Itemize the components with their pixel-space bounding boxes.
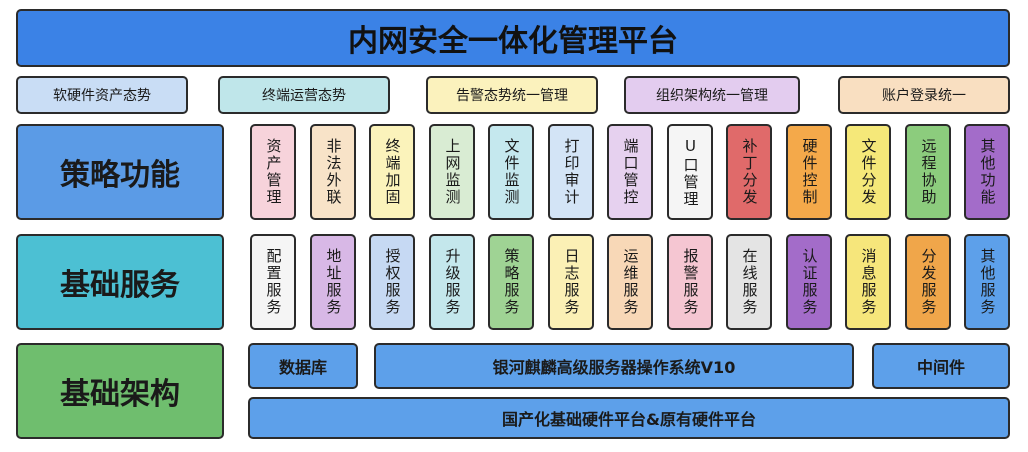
layer-label-strategy: 策略功能 [16,124,224,220]
strategy-tile-11: 远程协助 [905,124,951,220]
hardware-platform-box: 国产化基础硬件平台&原有硬件平台 [248,397,1010,439]
service-tile-6: 运维服务 [607,234,653,330]
strategy-tile-12: 其他功能 [964,124,1010,220]
basic-service-tiles: 配置服务地址服务授权服务升级服务策略服务日志服务运维服务报警服务在线服务认证服务… [0,234,1028,330]
strategy-tile-8: 补丁分发 [726,124,772,220]
strategy-tile-6: 端口管控 [607,124,653,220]
service-tile-4: 策略服务 [488,234,534,330]
service-tile-0: 配置服务 [250,234,296,330]
strategy-tile-2: 终端加固 [369,124,415,220]
status-box-3: 组织架构统一管理 [624,76,800,114]
service-tile-1: 地址服务 [310,234,356,330]
service-tile-11: 分发服务 [905,234,951,330]
layer-label-infra: 基础架构 [16,343,224,439]
status-box-4: 账户登录统一 [838,76,1010,114]
strategy-tile-7: U口管理 [667,124,713,220]
strategy-function-tiles: 资产管理非法外联终端加固上网监测文件监测打印审计端口管控 U口管理补丁分发硬件控制… [0,124,1028,220]
platform-title: 内网安全一体化管理平台 [16,9,1010,67]
strategy-tile-0: 资产管理 [250,124,296,220]
service-tile-7: 报警服务 [667,234,713,330]
strategy-tile-9: 硬件控制 [786,124,832,220]
layer-label-service: 基础服务 [16,234,224,330]
service-tile-9: 认证服务 [786,234,832,330]
strategy-tile-5: 打印审计 [548,124,594,220]
service-tile-10: 消息服务 [845,234,891,330]
status-box-0: 软硬件资产态势 [16,76,188,114]
service-tile-5: 日志服务 [548,234,594,330]
strategy-tile-4: 文件监测 [488,124,534,220]
service-tile-2: 授权服务 [369,234,415,330]
strategy-tile-10: 文件分发 [845,124,891,220]
service-tile-3: 升级服务 [429,234,475,330]
strategy-tile-3: 上网监测 [429,124,475,220]
status-box-1: 终端运营态势 [218,76,390,114]
service-tile-12: 其他服务 [964,234,1010,330]
database-box: 数据库 [248,343,358,389]
service-tile-8: 在线服务 [726,234,772,330]
status-box-2: 告警态势统一管理 [426,76,598,114]
strategy-tile-1: 非法外联 [310,124,356,220]
middleware-box: 中间件 [872,343,1010,389]
operating-system-box: 银河麒麟高级服务器操作系统V10 [374,343,854,389]
